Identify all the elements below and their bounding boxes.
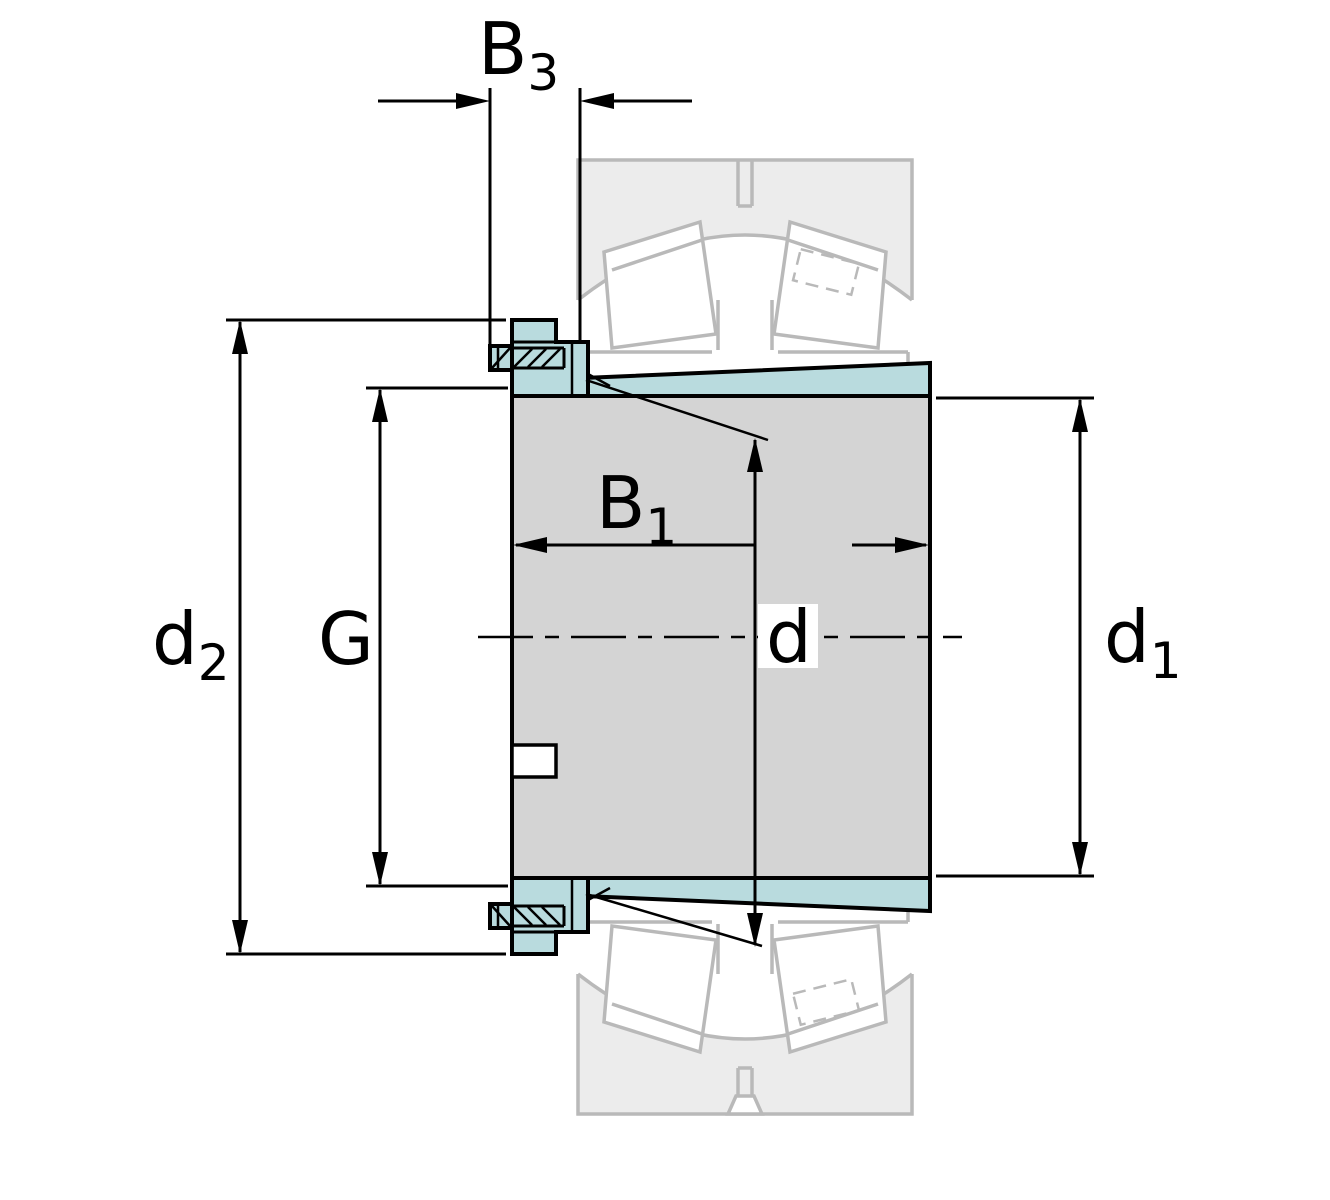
label-b1: B1 <box>596 461 677 556</box>
screw-hatch-1-bottom <box>513 906 533 926</box>
screw-hatch-1-top <box>513 348 533 368</box>
ghost-bearing-bottom <box>576 906 914 1116</box>
roller-right-top <box>772 219 888 350</box>
label-g: G <box>318 597 374 681</box>
label-b3-sub: 3 <box>527 44 559 102</box>
outer-ring-section-bottom <box>578 974 912 1114</box>
sleeve-taper-section-top <box>581 360 932 398</box>
screw-hatch-2-top <box>527 348 547 368</box>
outer-ring-outline-top <box>576 158 914 300</box>
dimension-d: d <box>585 378 818 948</box>
screw-hatch-2-bottom <box>527 906 547 926</box>
d2-arrow-bottom <box>232 920 248 954</box>
d2-arrow-top <box>232 320 248 354</box>
d-leader-line-top <box>585 378 769 442</box>
label-d1: d1 <box>1104 595 1182 690</box>
label-d: d <box>766 595 812 679</box>
label-d1-main: d <box>1104 595 1150 679</box>
screw-head-hatch-top <box>491 347 511 369</box>
label-g-main: G <box>318 597 374 681</box>
dimension-b1: B1 <box>513 461 929 556</box>
label-b1-sub: 1 <box>645 498 677 556</box>
outer-ring-section-top <box>578 160 912 300</box>
roller-right-top-face-line <box>787 238 879 272</box>
d1-arrow-top <box>1072 398 1088 432</box>
d-arrow-bottom <box>747 913 763 947</box>
b3-arrow-left <box>456 93 490 109</box>
label-d-main: d <box>766 595 812 679</box>
screw-hatch-3-bottom <box>541 906 561 926</box>
roller-left-bottom-face-line <box>611 1002 703 1036</box>
label-d-background <box>758 604 818 668</box>
dimension-d1: d1 <box>936 396 1182 878</box>
roller-right-top-hidden-detail <box>791 247 861 297</box>
label-d2: d2 <box>152 597 230 692</box>
d-leader-line-bottom <box>585 892 763 948</box>
screw-head-hatch-bottom <box>491 905 511 927</box>
locknut-top <box>488 318 611 398</box>
label-d2-sub: 2 <box>198 634 230 692</box>
od-notch-bottom <box>725 1094 765 1116</box>
hidden-bore-dashed-rect-bottom <box>791 977 861 1027</box>
ghost-bearing-top <box>576 158 914 368</box>
roller-left-bottom <box>602 924 718 1055</box>
roller-right-bottom <box>772 924 888 1055</box>
locknut-bottom <box>488 876 611 956</box>
g-arrow-bottom <box>372 852 388 886</box>
dimension-b3: B3 <box>378 7 692 344</box>
lockwasher-tab-bottom <box>587 886 611 902</box>
b1-arrow-right <box>895 537 929 553</box>
hidden-bore-dashed-rect-top <box>791 247 861 297</box>
d1-arrow-bottom <box>1072 842 1088 876</box>
dimension-d2: d2 <box>152 318 506 956</box>
label-b3-main: B <box>478 7 527 91</box>
roller-left-top <box>602 219 718 350</box>
lockwasher-tab-top <box>587 372 611 388</box>
label-d2-main: d <box>152 597 198 681</box>
roller-right-bottom-face-line <box>787 1002 879 1036</box>
b3-arrow-right <box>580 93 614 109</box>
g-arrow-top <box>372 388 388 422</box>
d-arrow-top <box>747 438 763 472</box>
label-d1-sub: 1 <box>1150 632 1182 690</box>
b1-arrow-left <box>513 537 547 553</box>
dimension-g: G <box>318 386 508 888</box>
roller-left-top-face-line <box>611 238 703 272</box>
label-b3: B3 <box>478 7 559 102</box>
label-b1-main: B <box>596 461 645 545</box>
screw-hatch-3-top <box>541 348 561 368</box>
sleeve-removal-slot <box>510 743 558 779</box>
roller-right-bottom-hidden-detail <box>791 977 861 1027</box>
